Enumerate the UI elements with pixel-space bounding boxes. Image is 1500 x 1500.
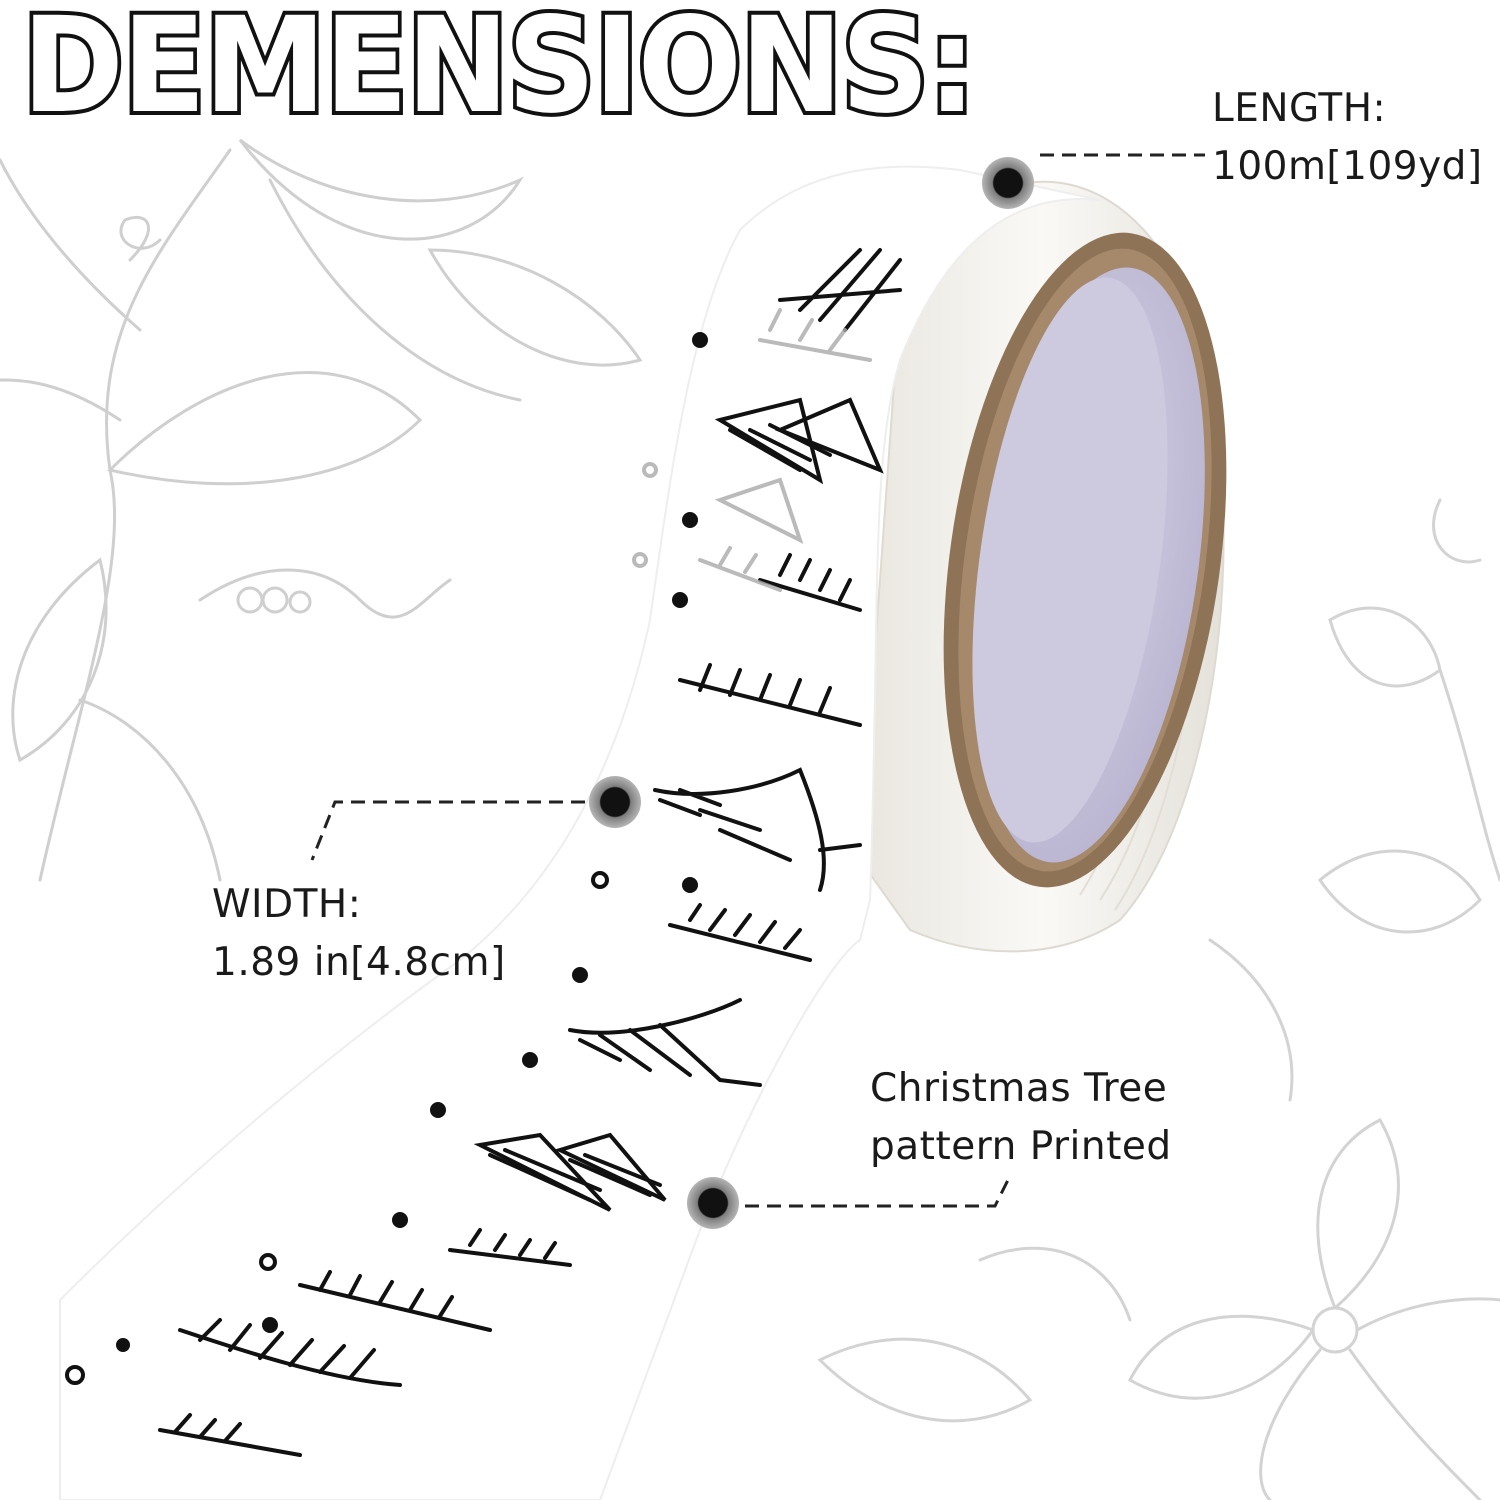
width-callout: WIDTH: 1.89 in[4.8cm] [212, 876, 506, 992]
width-label: WIDTH: [212, 882, 362, 927]
tape-roll [59, 165, 1227, 1500]
width-marker [310, 776, 641, 861]
length-value: 100m[109yd] [1212, 144, 1483, 189]
christmas-tree-icon [65, 248, 902, 1457]
width-value: 1.89 in[4.8cm] [212, 940, 506, 985]
page-title: DEMENSIONS: [18, 0, 980, 143]
pattern-line-2: pattern Printed [870, 1124, 1172, 1169]
pattern-marker [687, 1177, 1010, 1229]
pattern-line-1: Christmas Tree [870, 1066, 1168, 1111]
length-marker [982, 153, 1205, 209]
flower-illustration-icon [817, 498, 1500, 1500]
length-label: LENGTH: [1212, 86, 1387, 131]
pattern-callout: Christmas Tree pattern Printed [870, 1060, 1172, 1176]
leaf-illustration-icon [0, 138, 643, 882]
length-callout: LENGTH: 100m[109yd] [1212, 80, 1483, 196]
